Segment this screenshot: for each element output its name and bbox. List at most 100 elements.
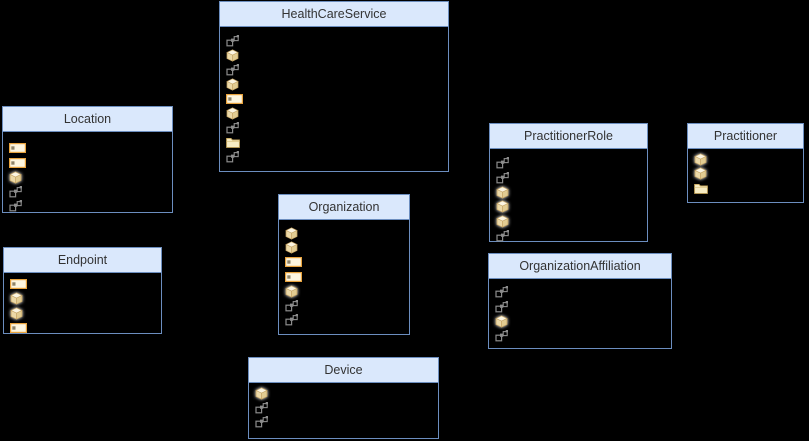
- primitive-icon: [9, 157, 26, 168]
- reference-icon: [255, 401, 268, 414]
- reference-icon: [496, 157, 509, 169]
- element-icon: [226, 49, 239, 62]
- attribute-row[interactable]: [283, 226, 407, 241]
- attribute-row[interactable]: [7, 199, 170, 214]
- attribute-row[interactable]: [7, 141, 170, 156]
- primitive-icon: [10, 279, 27, 290]
- attribute-row[interactable]: [493, 285, 669, 300]
- reference-icon: [255, 416, 268, 428]
- attribute-row[interactable]: [494, 229, 645, 244]
- entity-attributes: [688, 149, 803, 196]
- entity-attributes: [3, 132, 172, 214]
- reference-icon: [495, 300, 508, 313]
- attribute-row[interactable]: [283, 313, 407, 328]
- attribute-row[interactable]: [224, 49, 446, 64]
- attribute-row[interactable]: [283, 255, 407, 270]
- attribute-row[interactable]: [224, 92, 446, 107]
- attribute-row[interactable]: [8, 321, 159, 336]
- entity-attributes: [249, 383, 438, 430]
- attribute-row[interactable]: [7, 185, 170, 200]
- reference-icon: [285, 314, 298, 326]
- attribute-row[interactable]: [253, 386, 436, 401]
- entity-box-endpoint[interactable]: Endpoint: [3, 247, 162, 334]
- entity-title: Location: [3, 107, 172, 132]
- element-icon: [495, 315, 508, 328]
- attribute-row[interactable]: [8, 306, 159, 321]
- reference-icon: [226, 151, 239, 163]
- entity-title: Device: [249, 358, 438, 383]
- reference-icon: [496, 229, 509, 242]
- primitive-icon: [9, 143, 26, 154]
- attribute-row[interactable]: [224, 34, 446, 49]
- attribute-row[interactable]: [493, 329, 669, 344]
- reference-icon: [496, 171, 509, 184]
- entity-box-healthcareservice[interactable]: HealthCareService: [219, 1, 449, 172]
- element-icon: [285, 227, 298, 240]
- attribute-row[interactable]: [692, 181, 801, 196]
- element-icon: [10, 292, 23, 305]
- entity-title: Practitioner: [688, 124, 803, 149]
- attribute-row[interactable]: [283, 241, 407, 256]
- attribute-row[interactable]: [8, 292, 159, 307]
- reference-icon: [495, 286, 508, 298]
- element-icon: [10, 307, 23, 320]
- attribute-row[interactable]: [494, 171, 645, 186]
- attribute-row[interactable]: [224, 107, 446, 122]
- entity-attributes: [220, 27, 448, 165]
- attribute-row[interactable]: [7, 170, 170, 185]
- element-icon: [255, 387, 268, 400]
- attribute-row[interactable]: [224, 150, 446, 165]
- reference-icon: [9, 185, 22, 198]
- element-icon: [694, 167, 707, 180]
- entity-title: HealthCareService: [220, 2, 448, 27]
- entity-box-practitioner[interactable]: Practitioner: [687, 123, 804, 203]
- attribute-row[interactable]: [493, 300, 669, 315]
- attribute-row[interactable]: [224, 78, 446, 93]
- reference-icon: [285, 299, 298, 312]
- attribute-row[interactable]: [224, 63, 446, 78]
- entity-title: PractitionerRole: [490, 124, 647, 149]
- entity-title: Organization: [279, 195, 409, 220]
- entity-attributes: [4, 273, 161, 335]
- entity-box-practitionerrole[interactable]: PractitionerRole: [489, 123, 648, 242]
- attribute-row[interactable]: [494, 185, 645, 200]
- element-icon: [496, 200, 509, 213]
- reference-icon: [226, 35, 239, 47]
- attribute-row[interactable]: [283, 270, 407, 285]
- reference-icon: [226, 122, 239, 134]
- entity-title: OrganizationAffiliation: [489, 254, 671, 279]
- primitive-icon: [226, 94, 243, 105]
- attribute-row[interactable]: [224, 121, 446, 136]
- attribute-row[interactable]: [283, 299, 407, 314]
- element-icon: [226, 78, 239, 91]
- attribute-row[interactable]: [494, 200, 645, 215]
- element-icon: [9, 171, 22, 184]
- attribute-row[interactable]: [493, 314, 669, 329]
- folder-icon: [694, 183, 708, 194]
- element-icon: [496, 186, 509, 199]
- attribute-row[interactable]: [494, 214, 645, 229]
- element-icon: [496, 215, 509, 228]
- entity-box-location[interactable]: Location: [2, 106, 173, 213]
- attribute-row[interactable]: [8, 277, 159, 292]
- attribute-row[interactable]: [494, 156, 645, 171]
- attribute-row[interactable]: [253, 401, 436, 416]
- entity-attributes: [279, 220, 409, 328]
- attribute-row[interactable]: [224, 136, 446, 151]
- attribute-row[interactable]: [7, 156, 170, 171]
- entity-box-organizationaffiliation[interactable]: OrganizationAffiliation: [488, 253, 672, 349]
- attribute-row[interactable]: [692, 152, 801, 167]
- folder-icon: [226, 138, 240, 149]
- entity-box-organization[interactable]: Organization: [278, 194, 410, 335]
- reference-icon: [9, 200, 22, 212]
- entity-box-device[interactable]: Device: [248, 357, 439, 439]
- primitive-icon: [285, 257, 302, 268]
- entity-title: Endpoint: [4, 248, 161, 273]
- attribute-row[interactable]: [692, 167, 801, 182]
- primitive-icon: [285, 271, 302, 282]
- attribute-row[interactable]: [283, 284, 407, 299]
- attribute-row[interactable]: [253, 415, 436, 430]
- reference-icon: [495, 329, 508, 342]
- element-icon: [226, 107, 239, 120]
